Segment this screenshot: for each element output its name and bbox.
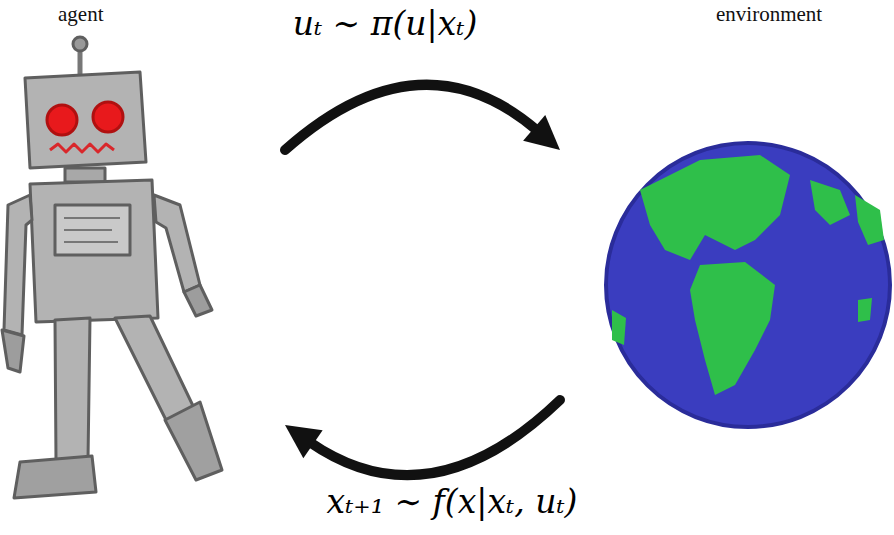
node-label: environment bbox=[716, 2, 822, 27]
arrow-line bbox=[310, 400, 560, 475]
edge-formula: xₜ₊₁ ∼ f(x|xₜ, uₜ) bbox=[323, 482, 582, 521]
arrow-line bbox=[285, 85, 537, 150]
edge-formula: uₜ ∼ π(u|xₜ) bbox=[289, 4, 482, 43]
curved-arrow bbox=[285, 400, 560, 475]
node-label: agent bbox=[58, 2, 103, 27]
arrow-head bbox=[285, 425, 323, 458]
agent-node: agent bbox=[0, 0, 285, 535]
environment-node: environment bbox=[560, 0, 894, 440]
curved-arrow bbox=[285, 85, 560, 150]
arrow-head bbox=[523, 115, 560, 150]
